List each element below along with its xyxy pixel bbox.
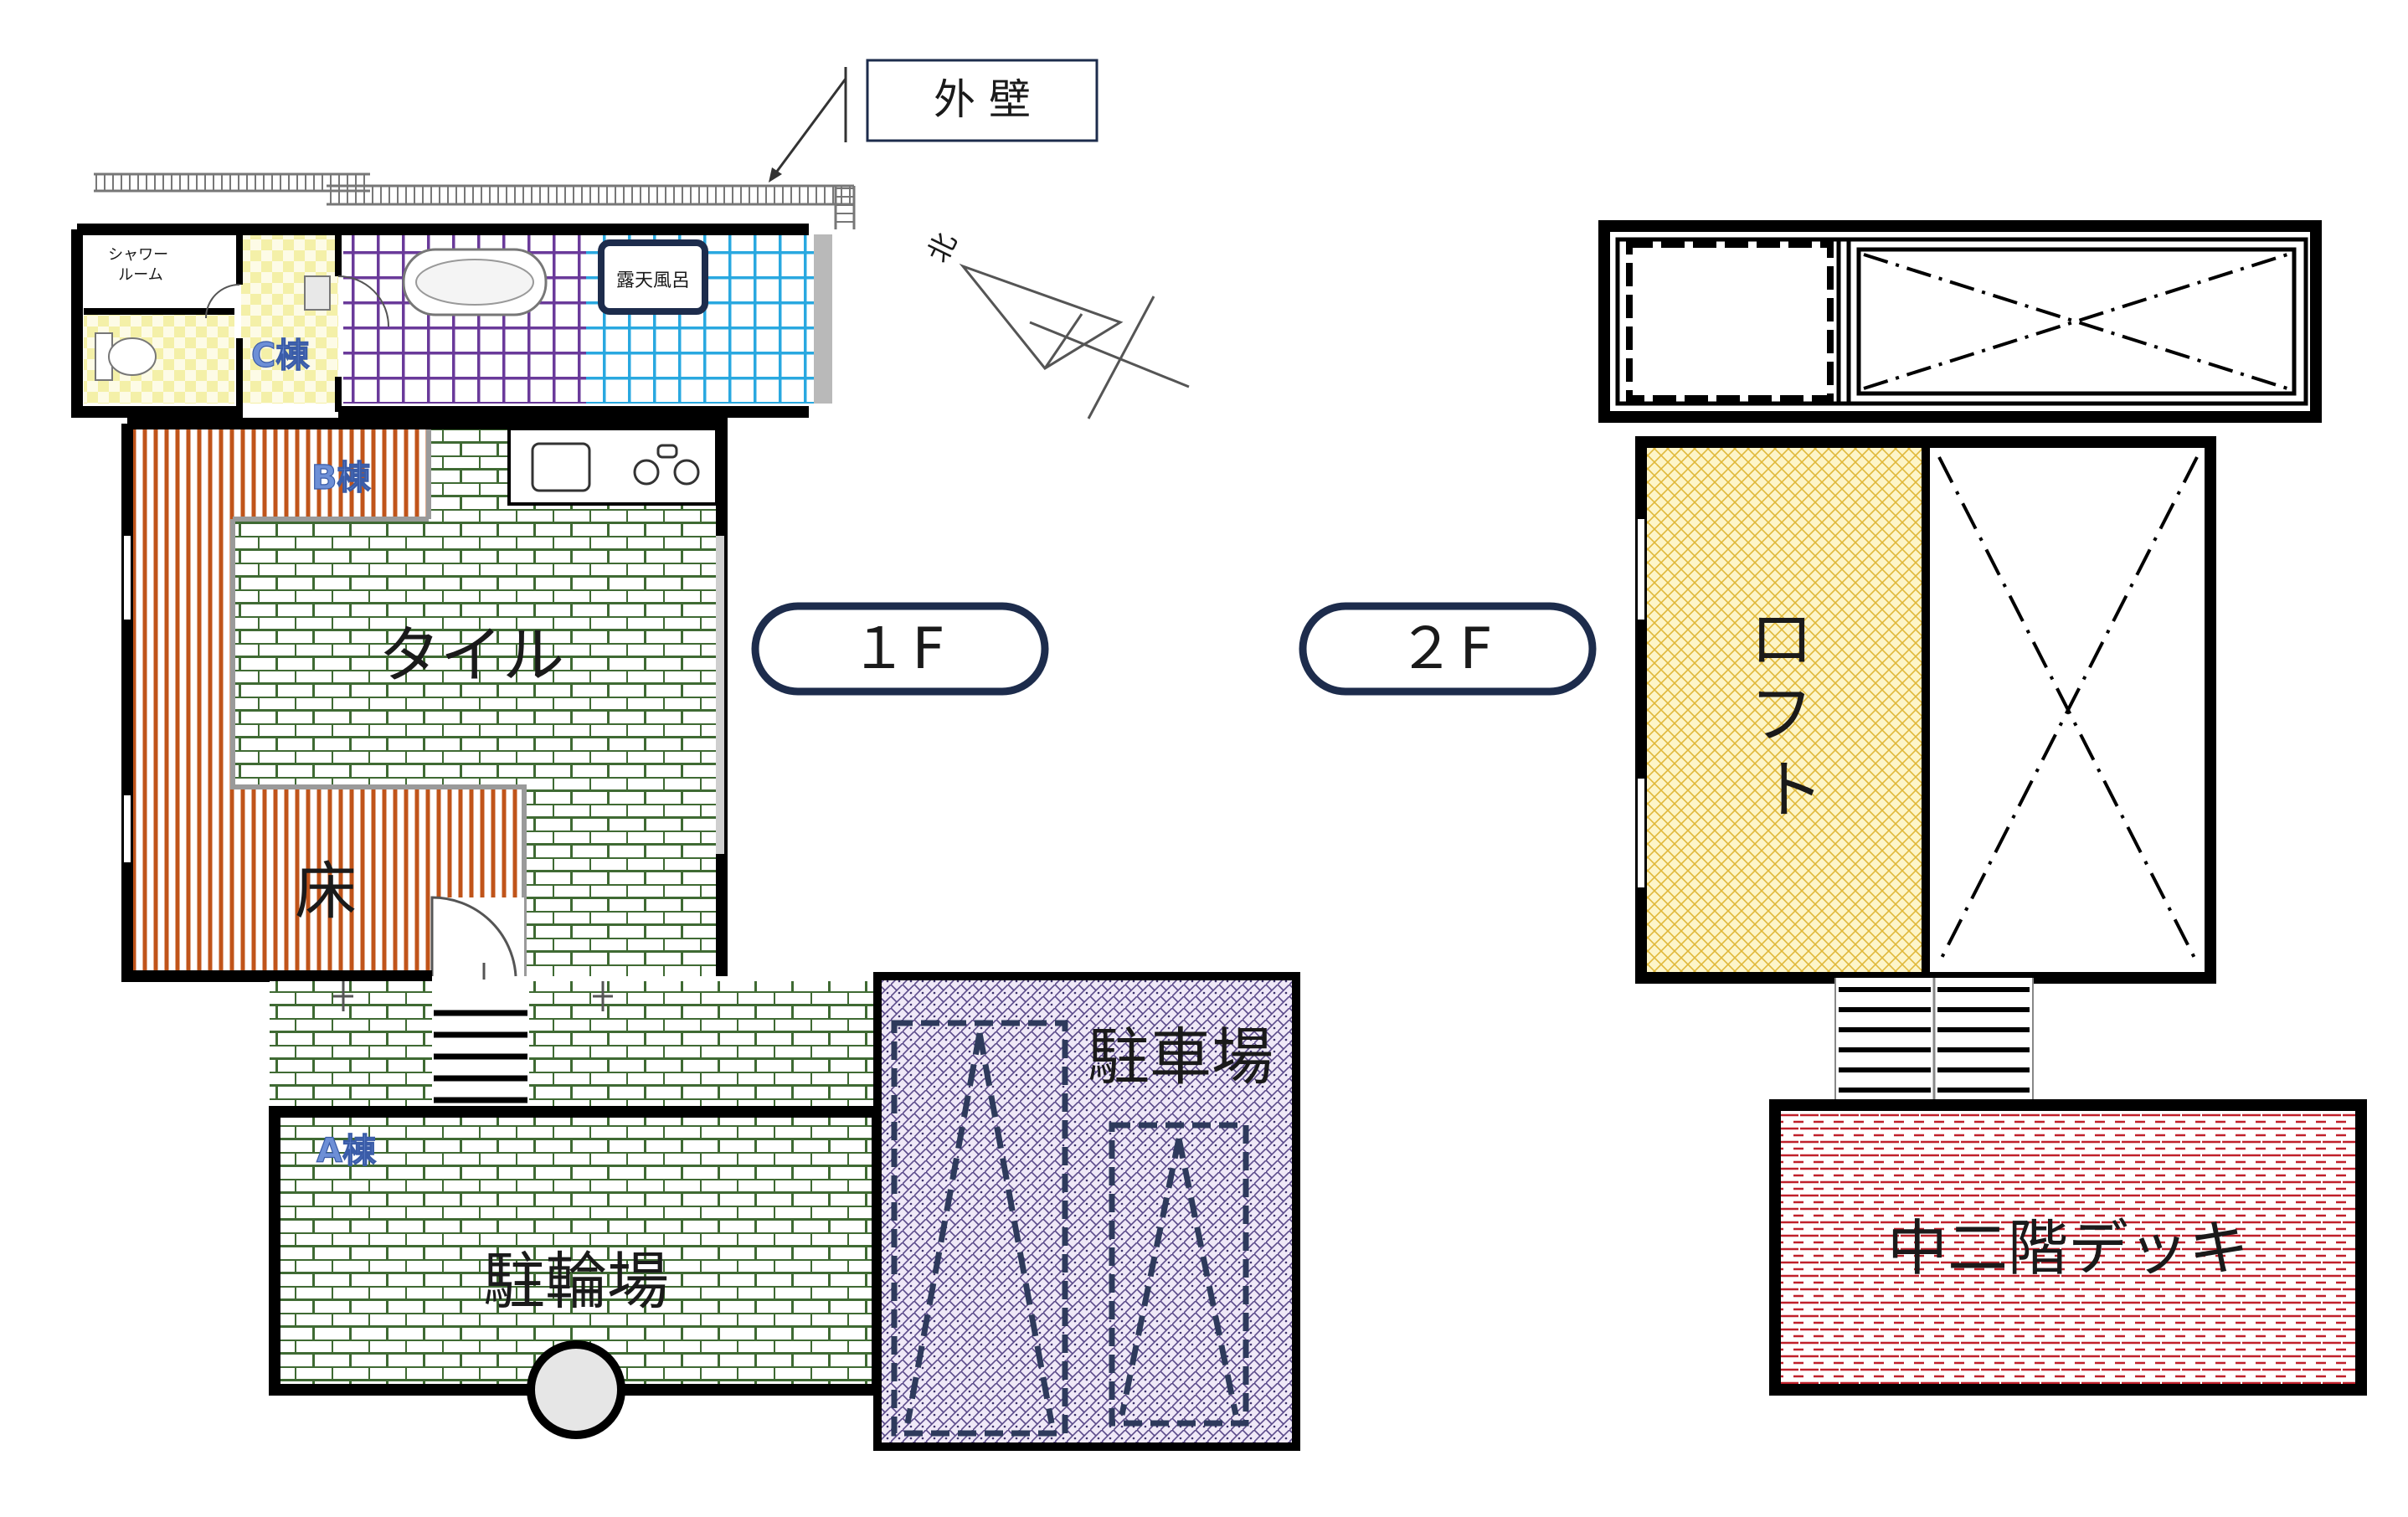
- a-building: A棟 駐輪場: [269, 1106, 883, 1439]
- parking-area: 駐車場: [873, 972, 1300, 1451]
- floor-label: 床: [295, 856, 357, 928]
- first-floor-label: １F: [850, 616, 949, 682]
- entry-terrace: [270, 981, 881, 1108]
- mezzanine-deck: 中二階デッキ: [1769, 1099, 2367, 1396]
- a-building-label: A棟: [316, 1132, 377, 1170]
- exterior-wall-label: 外 壁: [934, 75, 1031, 124]
- loft-label: ロ フ ト: [1750, 602, 1834, 827]
- c-building: シャワー ルーム 露天風呂: [71, 224, 856, 418]
- loft-block: ロ フ ト: [1635, 436, 2216, 984]
- kitchen-counter: [507, 427, 718, 506]
- toilet-icon: [95, 332, 157, 381]
- bathtub-icon: [402, 248, 548, 316]
- upper-void-box: [1598, 220, 2322, 423]
- second-floor-tag: ２F: [1299, 602, 1597, 696]
- entry-stairs: [434, 1010, 527, 1103]
- b-building: B棟 タイル 床: [121, 418, 728, 982]
- first-floor-tag: １F: [751, 602, 1049, 696]
- bicycle-parking-label: 駐輪場: [483, 1246, 669, 1318]
- second-floor-plan: ロ フ ト 中二階デッキ ２F: [1299, 220, 2367, 1396]
- c-building-label: C棟: [251, 337, 310, 375]
- column-circle: [527, 1340, 625, 1439]
- mezzanine-deck-label: 中二階デッキ: [1887, 1213, 2249, 1283]
- second-floor-label: ２F: [1397, 616, 1497, 682]
- first-floor-plan: 外 壁 北 シャワー ルーム: [71, 59, 1300, 1451]
- sink-icon: [304, 275, 331, 311]
- north-compass: 北: [921, 228, 1190, 419]
- parking-label: 駐車場: [1088, 1021, 1273, 1093]
- shower-room-label: シャワー ルーム: [108, 246, 173, 284]
- exterior-wall-callout: 外 壁: [769, 59, 1099, 183]
- deck-stairs: [1834, 978, 2034, 1103]
- b-building-label: B棟: [311, 459, 371, 497]
- open-bath-label: 露天風呂: [616, 270, 690, 291]
- north-label: 北: [921, 228, 964, 268]
- tile-label: タイル: [378, 620, 564, 692]
